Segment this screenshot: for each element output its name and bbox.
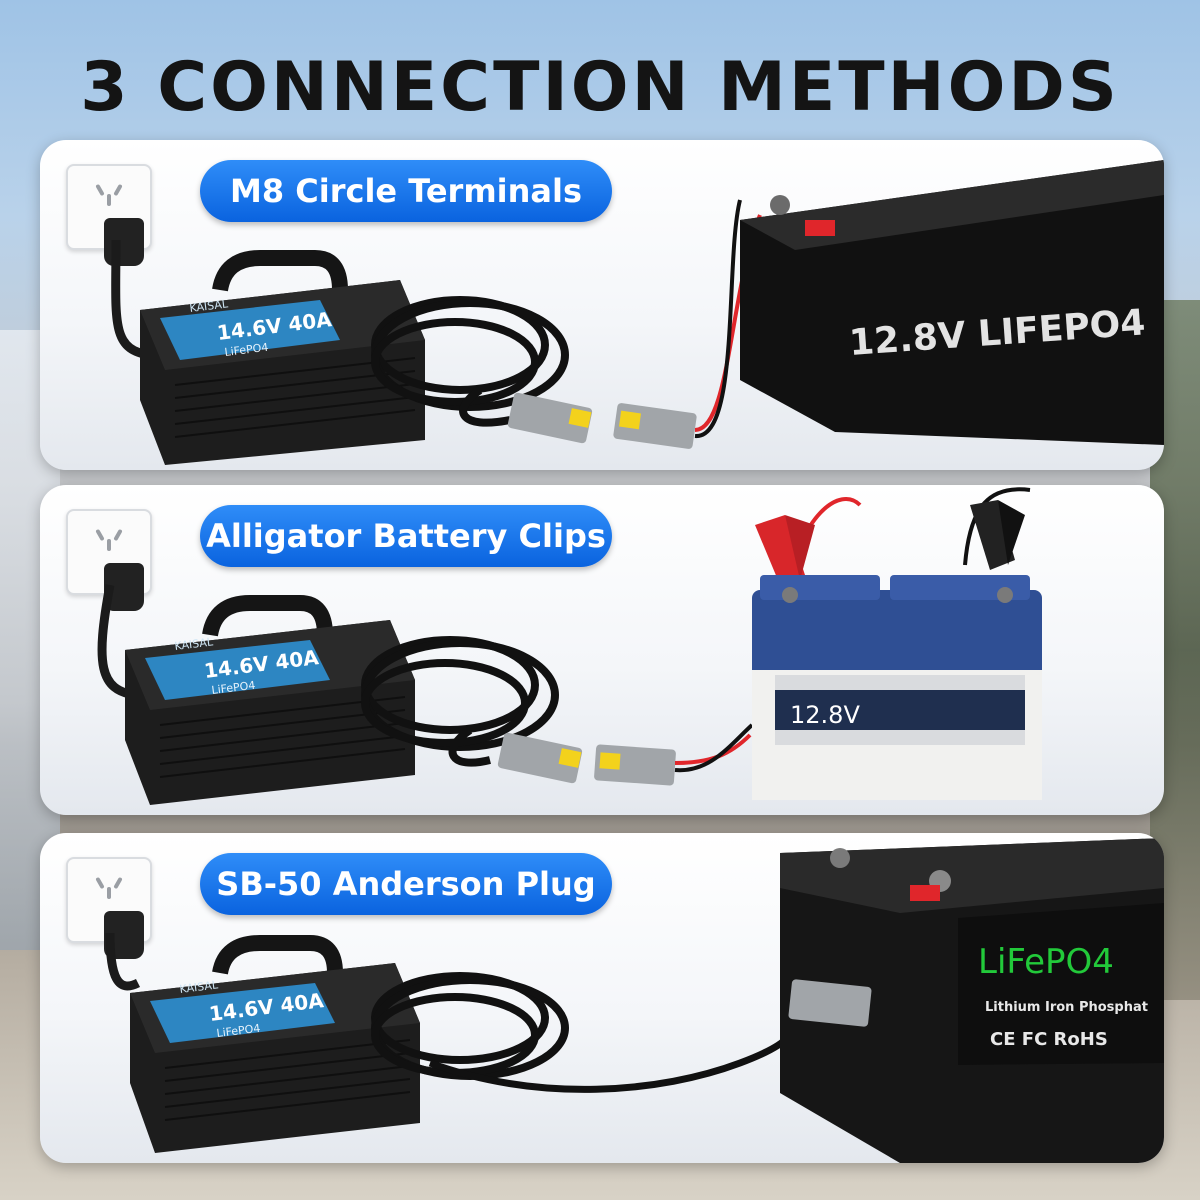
scene-alligator: KAISAL 14.6V 40A LiFePO4 xyxy=(97,487,1042,805)
charger-icon xyxy=(125,595,415,805)
panel-m8-terminals: M8 Circle Terminals KAISAL 14.6V 40A LiF… xyxy=(40,140,1164,470)
wall-outlet-icon xyxy=(66,509,152,611)
panel-alligator-clips: Alligator Battery Clips KAISAL 14.6V 40A… xyxy=(40,485,1164,815)
power-plug-icon xyxy=(104,218,144,266)
battery-label: LiFePO4 xyxy=(978,942,1114,982)
wall-outlet-icon xyxy=(66,164,152,266)
charger-brand: KAISAL xyxy=(189,297,230,315)
certification-marks: CE FC RoHS xyxy=(990,1029,1108,1050)
anderson-connector-icon xyxy=(788,979,872,1027)
page-title: 3 CONNECTION METHODS xyxy=(80,48,1120,127)
alligator-clip-icon xyxy=(755,497,862,596)
battery-icon xyxy=(752,575,1042,800)
charger-icon xyxy=(130,935,420,1153)
method-label: M8 Circle Terminals xyxy=(200,160,612,222)
method-label: Alligator Battery Clips xyxy=(200,505,612,567)
anderson-connector-icon xyxy=(497,732,676,786)
alligator-clip-icon xyxy=(963,487,1031,570)
charger-chemistry: LiFePO4 xyxy=(211,679,256,697)
charger-chemistry: LiFePO4 xyxy=(224,341,269,359)
battery-icon xyxy=(740,160,1164,445)
charger-chemistry: LiFePO4 xyxy=(216,1022,261,1040)
scene-m8: KAISAL 14.6V 40A LiFePO4 12.8V LIFEPO4 xyxy=(111,160,1164,465)
charger-brand: KAISAL xyxy=(179,978,220,996)
scene-anderson: KAISAL 14.6V 40A LiFePO4 LiFePO4 Lithium… xyxy=(105,838,1164,1163)
method-label: SB-50 Anderson Plug xyxy=(200,853,612,915)
charger-brand: KAISAL xyxy=(174,635,215,653)
anderson-connector-icon xyxy=(507,392,697,449)
battery-icon xyxy=(780,838,1164,1163)
panel-anderson-plug: SB-50 Anderson Plug KAISAL 14.6V 40A LiF… xyxy=(40,833,1164,1163)
battery-label: 12.8V xyxy=(790,701,860,729)
battery-sublabel: Lithium Iron Phosphat xyxy=(985,1000,1148,1015)
charger-icon xyxy=(140,250,425,465)
